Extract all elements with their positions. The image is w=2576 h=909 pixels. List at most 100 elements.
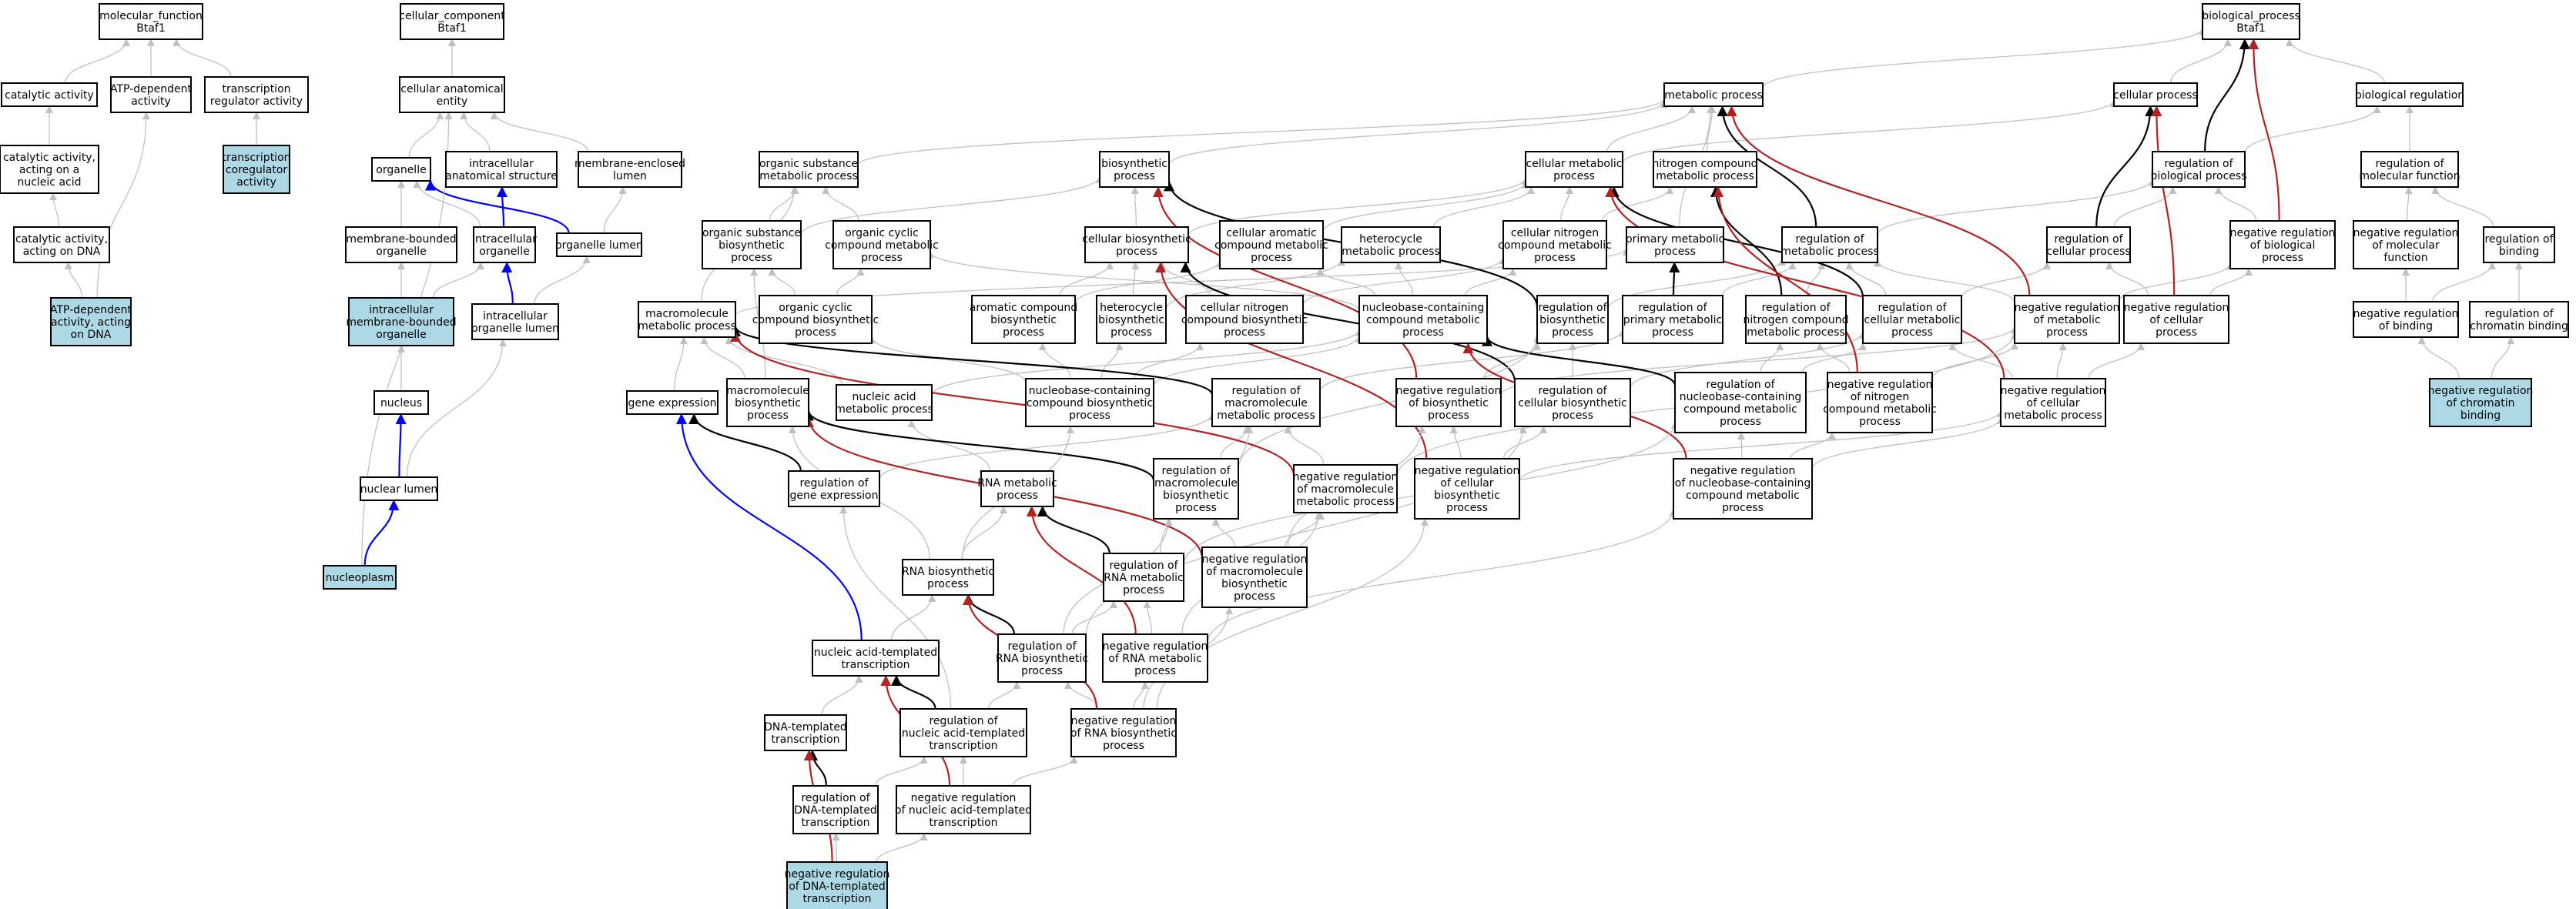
go-term-node-cat[interactable]: catalytic activity [1,82,98,107]
edge-regulates [1037,506,1110,554]
go-term-node-ol[interactable]: organelle lumen [555,232,643,257]
edge-is-a [1133,681,1149,710]
go-term-node-catdna[interactable]: catalytic activity,acting on DNA [13,226,110,263]
node-box [1622,295,1723,344]
node-label-line: negative regulation [1827,379,1933,391]
edge-is-a [2244,105,2381,153]
go-term-node-br[interactable]: biological regulation [2355,82,2464,107]
go-term-node-rmbp[interactable]: regulation ofmacromoleculebiosyntheticpr… [1153,458,1239,520]
edge-is-a [408,112,444,159]
edge-is-a [2088,343,2146,379]
node-box [1084,226,1189,263]
node-label-line: biosynthetic [735,397,801,409]
node-label-line: nucleobase-containing [1680,391,1802,403]
go-term-node-cp[interactable]: cellular process [2113,82,2198,107]
go-term-node-organelle[interactable]: organelle [371,157,431,182]
node-label-line: nucleic acid-templated [902,727,1025,740]
node-box [832,220,931,269]
go-term-node-nl[interactable]: nuclear lumen [360,476,438,501]
go-term-node-rnbcmp[interactable]: regulation ofnucleobase-containingcompou… [1674,372,1807,433]
go-term-node-mp[interactable]: metabolic process [1663,82,1764,107]
go-term-node-ge[interactable]: gene expression [626,390,719,415]
node-label-line: nitrogen compound [1652,158,1757,170]
go-term-node-nucleoplasm[interactable]: nucleoplasm [323,565,397,590]
go-term-node-nucleus[interactable]: nucleus [374,390,429,415]
node-box [2000,378,2106,427]
